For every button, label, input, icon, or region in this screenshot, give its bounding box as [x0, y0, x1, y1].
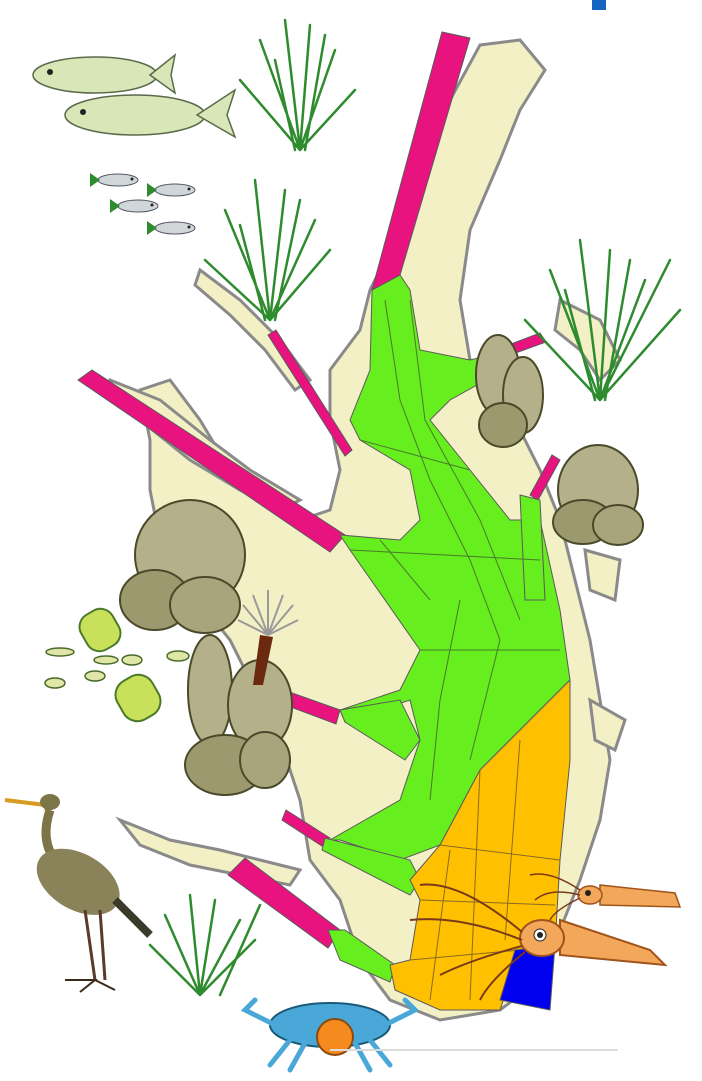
seagrass-icon: [525, 240, 680, 400]
lower-western-tributary: [120, 820, 300, 885]
small-fish-icon: [147, 183, 195, 197]
oyster-icon: [553, 445, 643, 545]
crab-icon: [245, 1000, 415, 1070]
small-fish-icon: [147, 221, 195, 235]
fish-icon: [65, 90, 235, 137]
small-fish-icon: [110, 199, 158, 213]
oyster-icon: [476, 335, 543, 447]
fish-icon: [33, 55, 175, 93]
seagrass-icon: [150, 895, 260, 995]
seagrass-icon: [240, 20, 355, 150]
oyster-icon: [120, 500, 245, 633]
phytoplankton-icon: [45, 648, 189, 688]
zooplankton-icon: [74, 604, 125, 657]
fish-group: [33, 55, 235, 235]
divider: [330, 1049, 618, 1051]
small-fish-icon: [90, 173, 138, 187]
zooplankton-icon: [110, 669, 167, 727]
